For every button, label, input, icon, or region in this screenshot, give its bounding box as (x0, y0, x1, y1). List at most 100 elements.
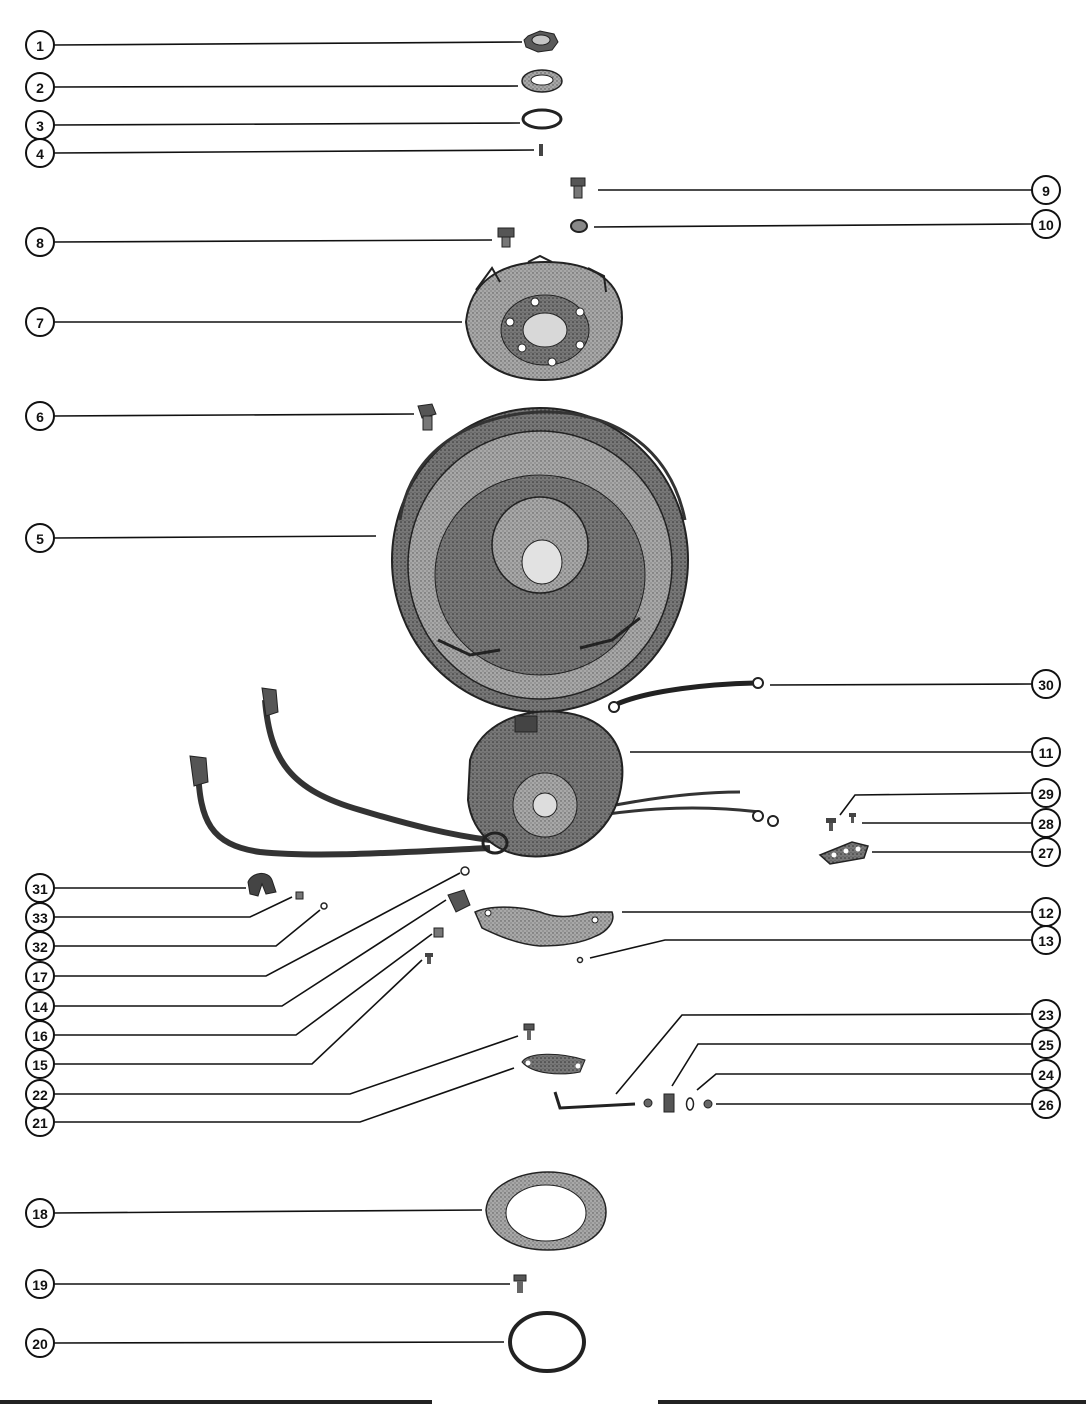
callout-7: 7 (25, 307, 55, 337)
svg-text:3: 3 (36, 118, 44, 134)
svg-text:14: 14 (32, 999, 48, 1015)
part-12-plate (474, 906, 614, 947)
part-10-lockwasher (570, 219, 588, 233)
part-28-screw (849, 813, 856, 823)
svg-text:15: 15 (32, 1057, 48, 1073)
callout-4: 4 (25, 138, 55, 168)
callout-19: 19 (25, 1269, 55, 1299)
callout-10: 10 (1031, 209, 1061, 239)
part-7-flywheel-cup (464, 254, 624, 382)
callout-6: 6 (25, 401, 55, 431)
part-6-bolt (417, 403, 437, 431)
svg-text:10: 10 (1038, 217, 1054, 233)
callout-16: 16 (25, 1020, 55, 1050)
callout-29: 29 (1031, 778, 1061, 808)
part-1-nut (523, 30, 559, 53)
part-13-screw (576, 956, 584, 964)
svg-text:12: 12 (1038, 905, 1054, 921)
svg-text:16: 16 (32, 1028, 48, 1044)
part-2-washer (521, 69, 563, 93)
part-24-washer (685, 1097, 695, 1111)
callout-31: 31 (25, 873, 55, 903)
svg-text:11: 11 (1039, 745, 1054, 761)
part-15-screw (425, 953, 433, 964)
svg-text:18: 18 (32, 1206, 48, 1222)
callout-27: 27 (1031, 837, 1061, 867)
callout-2: 2 (25, 72, 55, 102)
svg-text:22: 22 (32, 1087, 48, 1103)
part-11-stator (189, 687, 779, 858)
svg-text:26: 26 (1038, 1097, 1054, 1113)
part-25-fitting (663, 1093, 675, 1113)
callout-13: 13 (1031, 925, 1061, 955)
svg-text:33: 33 (32, 910, 48, 926)
callout-9: 9 (1031, 175, 1061, 205)
svg-text:19: 19 (32, 1277, 48, 1293)
svg-text:6: 6 (36, 409, 44, 425)
part-14-clamp (447, 889, 471, 913)
svg-text:9: 9 (1042, 183, 1050, 199)
svg-text:8: 8 (36, 235, 44, 251)
callout-17: 17 (25, 961, 55, 991)
callout-26: 26 (1031, 1089, 1061, 1119)
callout-3: 3 (25, 110, 55, 140)
svg-text:24: 24 (1038, 1067, 1054, 1083)
callout-8: 8 (25, 227, 55, 257)
svg-text:31: 31 (32, 881, 48, 897)
part-26-nut-a (643, 1098, 653, 1108)
callout-33: 33 (25, 902, 55, 932)
part-9-screw (570, 177, 586, 199)
callout-30: 30 (1031, 669, 1061, 699)
callout-28: 28 (1031, 808, 1061, 838)
part-4-pin (539, 144, 543, 156)
callout-5: 5 (25, 523, 55, 553)
callout-11: 11 (1031, 737, 1061, 767)
part-17-nut (460, 866, 470, 876)
svg-text:25: 25 (1038, 1037, 1054, 1053)
part-8-screw (497, 227, 515, 248)
part-29-screw (826, 818, 836, 831)
svg-text:29: 29 (1038, 786, 1054, 802)
callout-32: 32 (25, 931, 55, 961)
callout-18: 18 (25, 1198, 55, 1228)
svg-text:1: 1 (36, 38, 44, 54)
svg-text:28: 28 (1038, 816, 1054, 832)
callout-25: 25 (1031, 1029, 1061, 1059)
svg-text:7: 7 (36, 315, 44, 331)
callout-21: 21 (25, 1107, 55, 1137)
svg-text:13: 13 (1038, 933, 1054, 949)
part-20-ring (508, 1311, 586, 1373)
svg-text:27: 27 (1038, 845, 1054, 861)
part-31-clamp (247, 873, 277, 897)
part-22-screw (523, 1023, 535, 1040)
part-30-ground-wire (608, 677, 764, 713)
callout-14: 14 (25, 991, 55, 1021)
part-32-screw (320, 902, 328, 910)
svg-text:30: 30 (1038, 677, 1054, 693)
part-19-screw (513, 1274, 527, 1293)
svg-text:17: 17 (32, 969, 48, 985)
callout-22: 22 (25, 1079, 55, 1109)
svg-text:21: 21 (32, 1115, 48, 1131)
callout-20: 20 (25, 1328, 55, 1358)
svg-text:32: 32 (32, 939, 48, 955)
part-5-flywheel (391, 407, 689, 713)
callout-1: 1 (25, 30, 55, 60)
svg-text:23: 23 (1038, 1007, 1054, 1023)
callout-15: 15 (25, 1049, 55, 1079)
callout-24: 24 (1031, 1059, 1061, 1089)
callout-12: 12 (1031, 897, 1061, 927)
part-33-nut (295, 891, 304, 900)
part-21-bracket (521, 1053, 586, 1075)
part-3-o-ring (521, 108, 563, 130)
part-23-link-rod (553, 1091, 636, 1110)
svg-text:4: 4 (36, 146, 44, 162)
part-18-retainer (485, 1171, 607, 1251)
svg-text:5: 5 (36, 531, 44, 547)
svg-text:2: 2 (36, 80, 44, 96)
part-27-terminal-block (818, 841, 869, 865)
part-26-nut (703, 1099, 713, 1109)
svg-text:20: 20 (32, 1336, 48, 1352)
callout-23: 23 (1031, 999, 1061, 1029)
